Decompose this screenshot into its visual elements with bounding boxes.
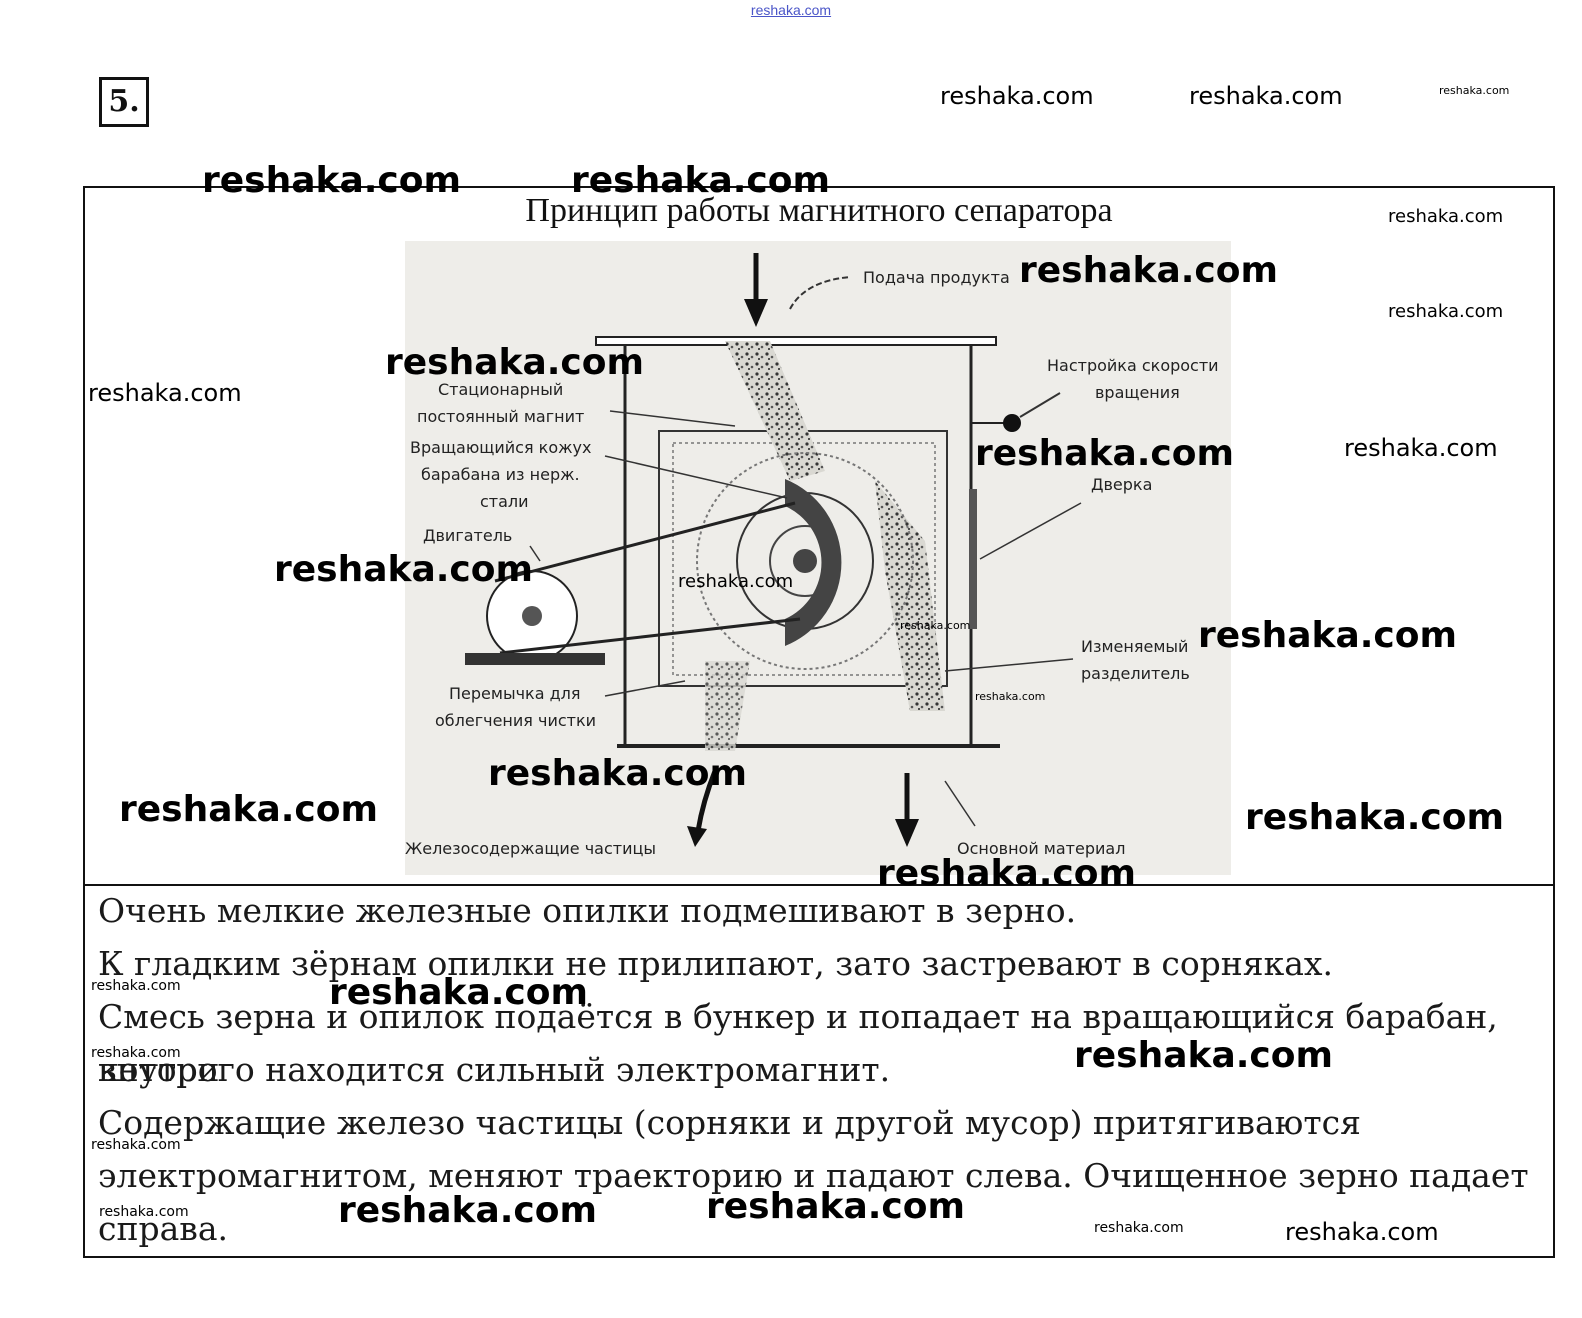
watermark: reshaka.com [706, 1186, 966, 1227]
watermark: reshaka.com [1189, 82, 1343, 110]
label-iron-particles: Железосодержащие частицы [405, 839, 656, 858]
paragraph-1: Очень мелкие железные опилки подмешивают… [98, 891, 1077, 930]
label-shell-1: Вращающийся кожух [410, 438, 591, 457]
watermark: reshaka.com [900, 619, 971, 632]
label-shell-2: барабана из нерж. [421, 465, 580, 484]
watermark: reshaka.com [1439, 84, 1510, 97]
watermark: reshaka.com [91, 1137, 181, 1153]
paragraph-4-cont: электромагнитом, меняют траекторию и пад… [98, 1156, 1529, 1195]
watermark: reshaka.com [1074, 1035, 1334, 1076]
watermark: reshaka.com [1198, 615, 1458, 656]
label-speed-1: Настройка скорости [1047, 356, 1219, 375]
watermark: reshaka.com [877, 853, 1137, 894]
label-door: Дверка [1091, 475, 1152, 494]
task-number: 5. [99, 77, 149, 127]
label-main-material: Основной материал [957, 839, 1125, 858]
watermark: reshaka.com [91, 978, 181, 994]
task-frame [83, 186, 1555, 1258]
drum [696, 452, 914, 670]
left-output-arrow-icon [695, 770, 718, 832]
paragraph-2: К гладким зёрнам опилки не прилипают, за… [98, 944, 1334, 983]
magnet-arc [785, 479, 842, 646]
motor [465, 501, 801, 665]
paragraph-4: Содержащие железо частицы (сорняки и дру… [98, 1103, 1361, 1142]
watermark: reshaka.com [274, 549, 534, 590]
diagram-title: Принцип работы магнитного сепаратора [525, 192, 1113, 229]
watermark: reshaka.com [91, 1045, 181, 1061]
label-magnet-1: Стационарный [438, 380, 563, 399]
separator-diagram: Подача продукта Настройка скорости враще… [405, 241, 1231, 875]
label-magnet-2: постоянный магнит [417, 407, 584, 426]
watermark: reshaka.com [99, 1204, 189, 1220]
paragraph-3: Смесь зерна и опилок подаётся в бункер и… [98, 997, 1498, 1089]
speed-knob-icon [971, 392, 1061, 432]
watermark: reshaka.com [975, 690, 1046, 703]
label-jumper-2: облегчения чистки [435, 711, 596, 730]
site-link[interactable]: reshaka.com [750, 2, 832, 18]
watermark: reshaka.com [488, 753, 748, 794]
watermark: reshaka.com [1094, 1220, 1184, 1236]
watermark: reshaka.com [202, 160, 462, 201]
watermark: reshaka.com [329, 972, 589, 1013]
feed-pointer [789, 276, 851, 310]
label-jumper-1: Перемычка для [449, 684, 581, 703]
watermark: reshaka.com [119, 789, 379, 830]
watermark: reshaka.com [338, 1190, 598, 1231]
watermark: reshaka.com [1285, 1218, 1439, 1246]
housing [595, 336, 1000, 748]
grain-stream [725, 341, 825, 481]
watermark: reshaka.com [1388, 206, 1504, 227]
label-motor: Двигатель [423, 526, 512, 545]
watermark: reshaka.com [88, 379, 242, 407]
watermark: reshaka.com [975, 433, 1235, 474]
label-divider-1: Изменяемый [1081, 637, 1188, 656]
down-output-arrow-icon [895, 773, 919, 847]
paragraph-4-end: справа. [98, 1209, 229, 1248]
watermark: reshaka.com [385, 342, 645, 383]
feed-arrow-icon [744, 253, 768, 327]
frame-divider [83, 884, 1555, 886]
watermark: reshaka.com [1019, 250, 1279, 291]
watermark: reshaka.com [1388, 301, 1504, 322]
watermark: reshaka.com [678, 571, 794, 592]
label-speed-2: вращения [1095, 383, 1180, 402]
label-shell-3: стали [480, 492, 529, 511]
watermark: reshaka.com [1344, 434, 1498, 462]
label-product-feed: Подача продукта [863, 268, 1010, 287]
watermark: reshaka.com [571, 160, 831, 201]
watermark: reshaka.com [940, 82, 1094, 110]
paragraph-3-cont: которого находится сильный электромагнит… [98, 1050, 891, 1089]
label-divider-2: разделитель [1081, 664, 1190, 683]
watermark: reshaka.com [1245, 797, 1505, 838]
